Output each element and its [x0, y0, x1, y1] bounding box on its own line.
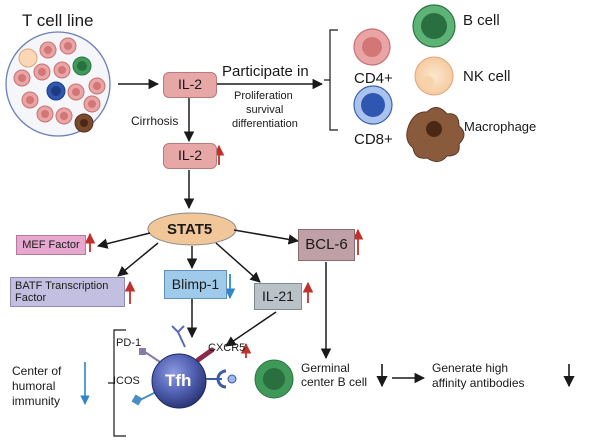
generate-line1: Generate high: [432, 361, 509, 375]
germinal-b-cell-group: [254, 359, 294, 399]
batf-label-line2: Factor: [15, 292, 47, 304]
arrow-stat5-to-batf: [117, 242, 159, 277]
cd4-label: CD4+: [354, 70, 393, 87]
b-cell-icon: [412, 4, 456, 48]
batf-label-line1: BATF Transcription: [15, 279, 109, 292]
arrow-stat5-to-il21: [215, 242, 261, 283]
cirrhosis-label: Cirrhosis: [131, 114, 179, 128]
batf-box: BATF Transcription Factor: [10, 277, 125, 307]
il2-box: IL-2: [163, 72, 217, 98]
pd1-label: PD-1: [116, 337, 142, 349]
proliferation-label: Proliferation: [234, 90, 293, 102]
nk-cell-icon: [414, 56, 454, 96]
t-cell-line-group: [5, 31, 111, 137]
b-cell-label: B cell: [463, 12, 500, 29]
il2-up-box: IL-2: [163, 143, 217, 169]
nk-cell-label: NK cell: [463, 68, 511, 85]
macrophage-icon: [406, 107, 465, 162]
tfh-label: Tfh: [165, 371, 192, 390]
germinal-line2: center B cell: [301, 375, 368, 389]
blimp1-box: Blimp-1: [164, 270, 227, 299]
mef-factor-box: MEF Factor: [16, 235, 86, 255]
bcl6-box: BCL-6: [298, 229, 355, 261]
germinal-line1: Germinal: [301, 361, 350, 375]
stat5-label: STAT5: [167, 221, 213, 238]
icos-label: ICOS: [113, 375, 140, 387]
il21-box: IL-21: [254, 283, 302, 310]
tfh-cell: [151, 353, 207, 409]
arrow-stat5-to-mef: [96, 232, 151, 249]
center-humoral-line2: humoral: [12, 379, 56, 393]
cd4-cell-icon: [353, 28, 391, 66]
center-humoral-line3: immunity: [12, 394, 61, 408]
cxcr5-label: CXCR5: [208, 342, 246, 354]
macrophage-label: Macrophage: [464, 119, 537, 134]
tfh-bracket: [108, 329, 126, 437]
arrow-stat5-to-bcl6: [233, 229, 300, 245]
tfh-cell-group: [131, 325, 237, 409]
cd8-cell-icon: [353, 85, 393, 125]
arrow-il21-to-tfh: [225, 311, 277, 347]
generate-line2: affinity antibodies: [432, 376, 525, 390]
participate-label: Participate in: [222, 63, 309, 80]
survival-label: survival: [246, 104, 284, 116]
cd8-label: CD8+: [354, 131, 393, 148]
differentiation-label: differentiation: [232, 118, 298, 130]
t-cell-line-label: T cell line: [22, 11, 94, 30]
stat5-ellipse: [147, 212, 237, 246]
cells-bracket: [324, 29, 338, 131]
center-humoral-line1: Center of: [12, 364, 62, 378]
t-cell-line-cells: [13, 37, 106, 133]
